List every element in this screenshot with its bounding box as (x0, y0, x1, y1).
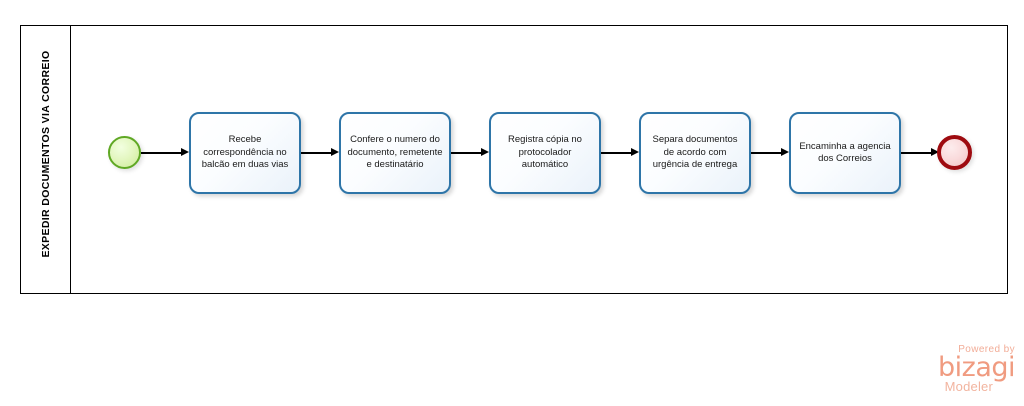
watermark-brand: bizagi (938, 352, 1016, 383)
arrowhead-icon (181, 148, 189, 156)
task-confere-numero-documento[interactable]: Confere o numero do documento, remetente… (339, 112, 451, 194)
task-encaminha-agencia-correios[interactable]: Encaminha a agencia dos Correios (789, 112, 901, 194)
watermark-product: Modeler (944, 379, 993, 394)
sequence-flow-t5-to-end (901, 152, 931, 154)
task-recebe-correspondencia[interactable]: Recebe correspondência no balcão em duas… (189, 112, 301, 194)
task-label: Registra cópia no protocolador automátic… (508, 134, 582, 171)
bizagi-watermark: Powered by bizagi Modeler (895, 344, 1016, 400)
lane-body: Recebe correspondência no balcão em duas… (71, 26, 1007, 293)
task-label: Confere o numero do documento, remetente… (347, 134, 443, 171)
sequence-flow-start-to-t1 (141, 152, 181, 154)
sequence-flow-t2-to-t3 (451, 152, 481, 154)
task-label: Recebe correspondência no balcão em duas… (201, 134, 289, 171)
task-label: Encaminha a agencia dos Correios (799, 140, 891, 165)
arrowhead-icon (781, 148, 789, 156)
watermark-powered-by: Powered by (958, 344, 1015, 355)
sequence-flow-t3-to-t4 (601, 152, 631, 154)
end-event[interactable] (937, 135, 972, 170)
lane-header: EXPEDIR DOCUMENTOS VIA CORREIO (21, 26, 71, 293)
lane-title-wrap: EXPEDIR DOCUMENTOS VIA CORREIO (21, 36, 71, 271)
task-registra-copia-protocolador[interactable]: Registra cópia no protocolador automátic… (489, 112, 601, 194)
process-pool: EXPEDIR DOCUMENTOS VIA CORREIO Recebe co… (20, 25, 1008, 294)
sequence-flow-t1-to-t2 (301, 152, 331, 154)
arrowhead-icon (931, 148, 939, 156)
task-label: Separa documentos de acordo com urgência… (652, 134, 738, 171)
lane-title: EXPEDIR DOCUMENTOS VIA CORREIO (40, 49, 52, 258)
arrowhead-icon (481, 148, 489, 156)
arrowhead-icon (631, 148, 639, 156)
sequence-flow-t4-to-t5 (751, 152, 781, 154)
task-separa-documentos-urgencia[interactable]: Separa documentos de acordo com urgência… (639, 112, 751, 194)
arrowhead-icon (331, 148, 339, 156)
start-event[interactable] (108, 136, 141, 169)
